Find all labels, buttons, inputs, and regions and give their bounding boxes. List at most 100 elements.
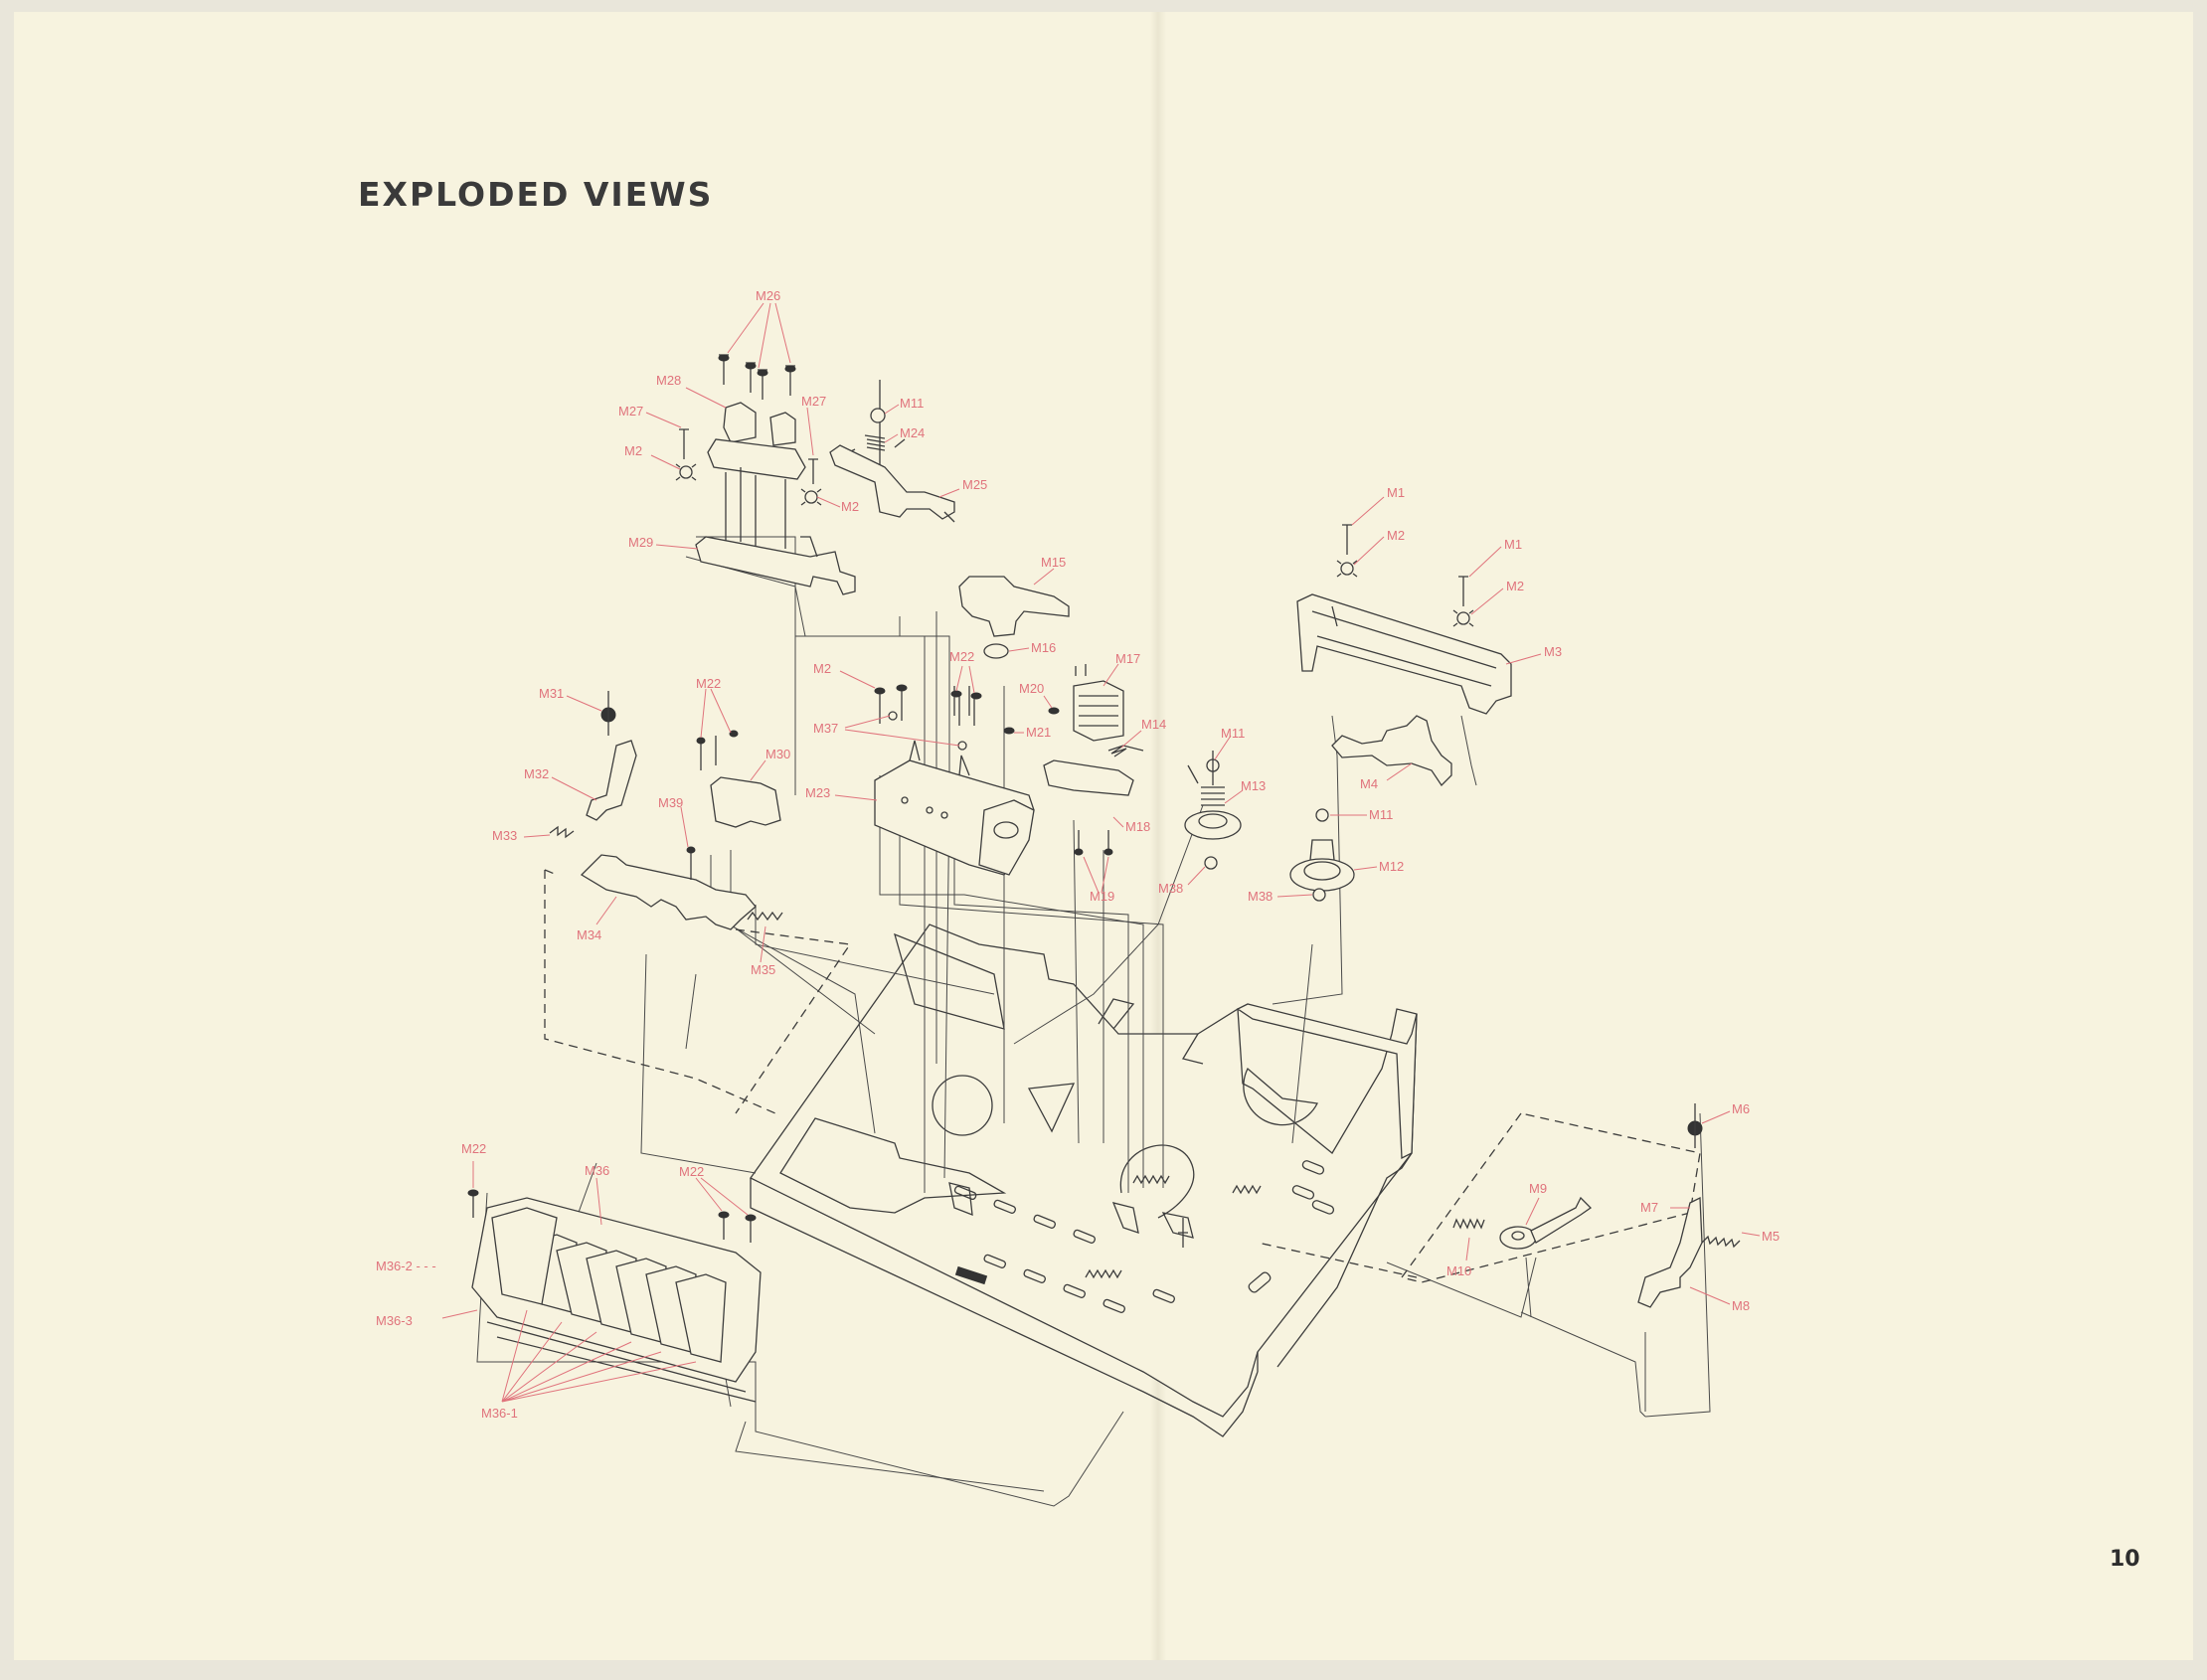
spring-m10 — [1453, 1220, 1484, 1228]
lever-m32 — [587, 741, 636, 820]
label-m39: M39 — [658, 795, 683, 810]
washer-m11-top — [871, 409, 885, 422]
label-m19: M19 — [1090, 889, 1114, 904]
label-m11-mid: M11 — [1221, 726, 1245, 741]
lever-m15 — [959, 577, 1069, 636]
chassis-plate — [751, 924, 1417, 1417]
label-m27-right: M27 — [801, 394, 826, 409]
label-m17: M17 — [1115, 651, 1140, 666]
washer-m38-b — [1313, 889, 1325, 901]
spring-m14 — [1108, 746, 1143, 756]
label-m22-low-b: M22 — [679, 1164, 704, 1179]
label-m18: M18 — [1125, 819, 1150, 834]
bracket-m18 — [1044, 760, 1133, 795]
label-m2-left: M2 — [624, 443, 642, 458]
label-m36-2: M36-2 - - - — [376, 1259, 436, 1273]
label-m6: M6 — [1732, 1101, 1750, 1116]
label-m22-low-a: M22 — [461, 1141, 486, 1156]
guide-rail-m3 — [1297, 594, 1511, 714]
slide-plate-m34 — [582, 855, 756, 929]
coil-m17 — [1074, 681, 1123, 741]
head-bracket-assembly — [676, 355, 855, 594]
label-m2-b: M2 — [1506, 579, 1524, 593]
label-m2-c: M2 — [813, 661, 831, 676]
flywheel-m12 — [1290, 859, 1354, 891]
washer-m37-a — [889, 712, 897, 720]
label-m1-b: M1 — [1504, 537, 1522, 552]
label-m21: M21 — [1026, 725, 1051, 740]
label-m28: M28 — [656, 373, 681, 388]
label-m35: M35 — [751, 962, 775, 977]
washer-m11-right — [1316, 809, 1328, 821]
label-m10: M10 — [1446, 1263, 1471, 1278]
label-m26: M26 — [756, 288, 780, 303]
label-m36: M36 — [585, 1163, 609, 1178]
head-block-right — [770, 413, 795, 445]
label-m11-right: M11 — [1369, 807, 1393, 822]
label-m37: M37 — [813, 721, 838, 736]
label-m15: M15 — [1041, 555, 1066, 570]
label-m38-a: M38 — [1158, 881, 1183, 896]
flywheel-m13 — [1185, 811, 1241, 839]
label-m30: M30 — [765, 747, 790, 761]
star-washer-m2-b — [1453, 610, 1473, 626]
lever-m4 — [1332, 716, 1451, 785]
label-m27-left: M27 — [618, 404, 643, 419]
label-m11-top: M11 — [900, 396, 924, 411]
label-m14: M14 — [1141, 717, 1166, 732]
spindle-m12 — [1310, 840, 1334, 860]
screw-m1-a — [1342, 525, 1352, 555]
label-m23: M23 — [805, 785, 830, 800]
label-m9: M9 — [1529, 1181, 1547, 1196]
top-right-assembly — [1297, 525, 1511, 785]
label-m25: M25 — [962, 477, 987, 492]
label-m24: M24 — [900, 425, 925, 440]
bracket-m29 — [696, 537, 855, 594]
left-lever-assembly — [550, 691, 782, 929]
label-m38-b: M38 — [1248, 889, 1273, 904]
screw-m27-right — [808, 459, 818, 484]
spring-m13 — [1188, 765, 1225, 805]
dashed-right-outline — [1402, 1113, 1700, 1282]
right-lever-assembly — [1453, 1103, 1740, 1307]
head-block-left — [724, 403, 756, 442]
spring-m35 — [748, 913, 782, 920]
label-m1-a: M1 — [1387, 485, 1405, 500]
screws-m19 — [1075, 830, 1112, 855]
label-m13: M13 — [1241, 778, 1266, 793]
flywheel-left-assembly — [1185, 751, 1241, 869]
label-m2-mid: M2 — [841, 499, 859, 514]
label-m2-a: M2 — [1387, 528, 1405, 543]
screw-m20 — [1049, 708, 1059, 714]
spring-m33 — [550, 827, 574, 837]
screw-m21 — [1004, 728, 1014, 734]
label-m5: M5 — [1762, 1229, 1780, 1244]
screw-m27-left — [679, 429, 689, 459]
screws-m26 — [719, 355, 795, 400]
spring-m5 — [1702, 1237, 1740, 1247]
label-m31: M31 — [539, 686, 564, 701]
label-m16: M16 — [1031, 640, 1056, 655]
label-m7: M7 — [1640, 1200, 1658, 1215]
label-m8: M8 — [1732, 1298, 1750, 1313]
head-mount-plate — [708, 439, 805, 479]
label-m36-1: M36-1 — [481, 1406, 518, 1421]
label-m29: M29 — [628, 535, 653, 550]
washer-m37-b — [958, 742, 966, 750]
main-chassis — [751, 924, 1417, 1436]
label-m4: M4 — [1360, 776, 1378, 791]
flywheel-right-assembly — [1290, 809, 1354, 901]
label-m33: M33 — [492, 828, 517, 843]
label-m20: M20 — [1019, 681, 1044, 696]
label-m22-left: M22 — [696, 676, 721, 691]
bracket-m30 — [711, 777, 780, 827]
star-washer-m2-left — [676, 464, 696, 480]
label-m12: M12 — [1379, 859, 1404, 874]
label-m3: M3 — [1544, 644, 1562, 659]
ring-m16 — [984, 644, 1008, 658]
washer-m38-a — [1205, 857, 1217, 869]
bracket-m29-tab — [800, 537, 817, 557]
label-m32: M32 — [524, 766, 549, 781]
